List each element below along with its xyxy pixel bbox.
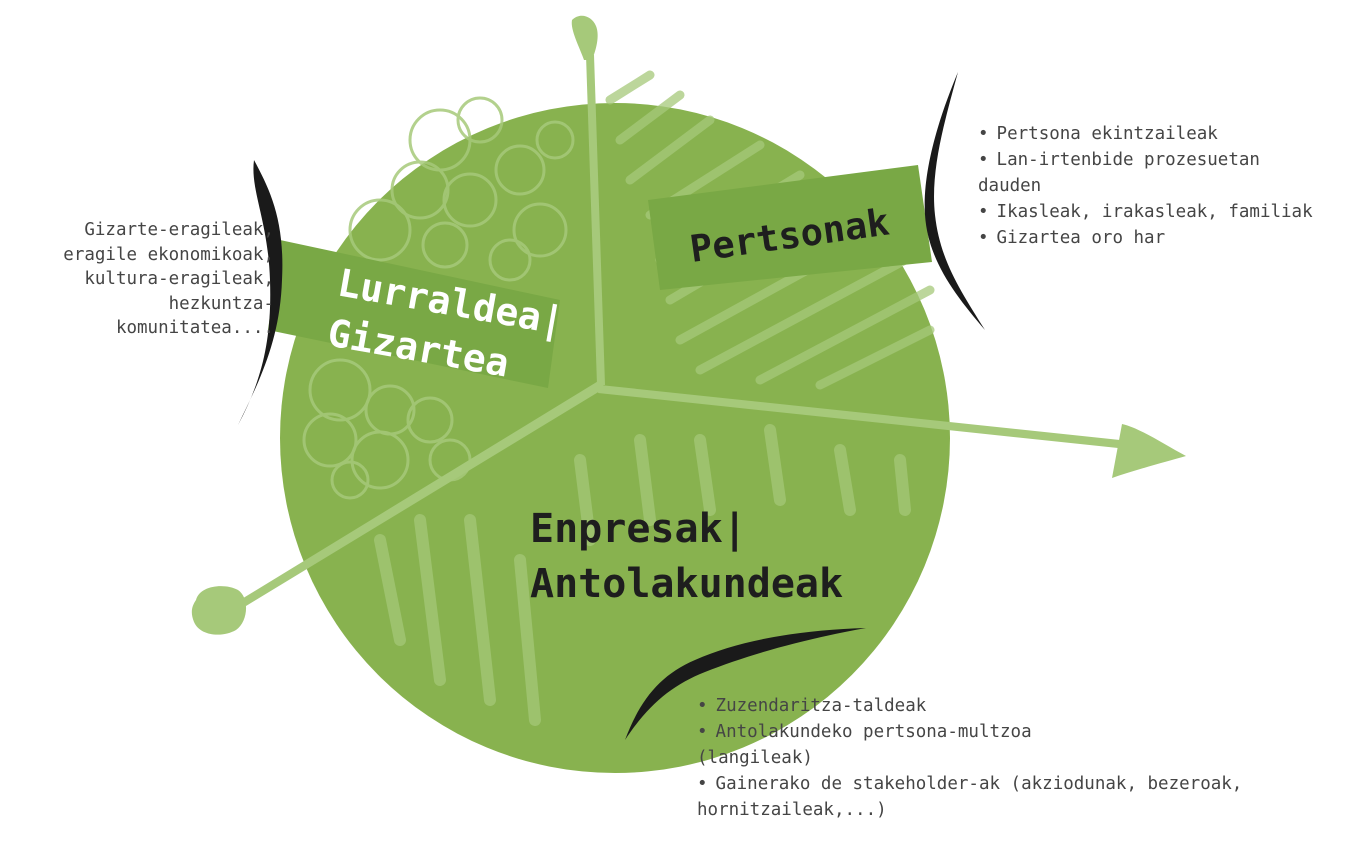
title-enpresak-line1: Enpresak| <box>530 506 747 553</box>
list-item: • Pertsona ekintzaileak <box>978 121 1348 147</box>
list-item-text: (langileak) <box>697 748 813 768</box>
banner-pertsonak <box>648 165 932 290</box>
bullet-icon: • <box>697 696 708 716</box>
list-item-text: Ikasleak, irakasleak, familiak <box>996 202 1313 222</box>
enpresak-list: • Zuzendaritza-taldeak • Antolakundeko pert… <box>697 693 1337 823</box>
bullet-icon: • <box>978 150 989 170</box>
scribble-texture-top <box>348 96 575 282</box>
list-item: • Zuzendaritza-taldeak <box>697 693 1337 719</box>
pertsonak-list: • Pertsona ekintzaileak • Lan-irtenbide pro… <box>978 121 1348 251</box>
scribble-texture-bottom <box>302 358 472 500</box>
arrow-shaft-left <box>240 380 605 606</box>
list-item-text: Antolakundeko pertsona-multzoa <box>715 722 1032 742</box>
bullet-icon: • <box>978 228 989 248</box>
brush-stroke-right <box>924 72 985 330</box>
list-item: • Ikasleak, irakasleak, familiak <box>978 199 1348 225</box>
list-item-text: Gainerako de stakeholder-ak (akziodunak,… <box>715 774 1243 794</box>
list-item: • Gizartea oro har <box>978 225 1348 251</box>
list-item-text: Lan-irtenbide prozesuetan <box>996 150 1260 170</box>
list-item: • Gainerako de stakeholder-ak (akziodunak… <box>697 771 1337 823</box>
arrow-head-top <box>571 15 598 61</box>
arrow-shaft-right <box>598 385 1120 448</box>
brush-stroke-bottom <box>625 628 866 740</box>
list-item: • Lan-irtenbide prozesuetan dauden <box>978 147 1348 199</box>
list-item-text: hornitzaileak,...) <box>697 800 887 820</box>
list-item-text: dauden <box>978 176 1042 196</box>
bullet-icon: • <box>978 202 989 222</box>
lurraldea-description: Gizarte-eragileak, eragile ekonomikoak, … <box>63 220 274 338</box>
list-item-text: Pertsona ekintzaileak <box>996 124 1218 144</box>
brush-stroke-left <box>238 160 283 425</box>
bullet-icon: • <box>697 722 708 742</box>
stroke-texture-bottom <box>374 424 911 726</box>
list-item-text: Gizartea oro har <box>996 228 1166 248</box>
title-enpresak: Enpresak| Antolakundeak <box>530 506 843 607</box>
bullet-icon: • <box>978 124 989 144</box>
arrow-head-right <box>1112 424 1186 478</box>
banner-lurraldea <box>268 240 560 388</box>
title-enpresak-line2: Antolakundeak <box>530 561 843 607</box>
bullet-icon: • <box>697 774 708 794</box>
arrow-tail-ball <box>191 586 247 635</box>
list-item: • Antolakundeko pertsona-multzoa (langilea… <box>697 719 1337 771</box>
list-item-text: Zuzendaritza-taldeak <box>715 696 927 716</box>
arrow-shaft-top <box>586 55 605 385</box>
